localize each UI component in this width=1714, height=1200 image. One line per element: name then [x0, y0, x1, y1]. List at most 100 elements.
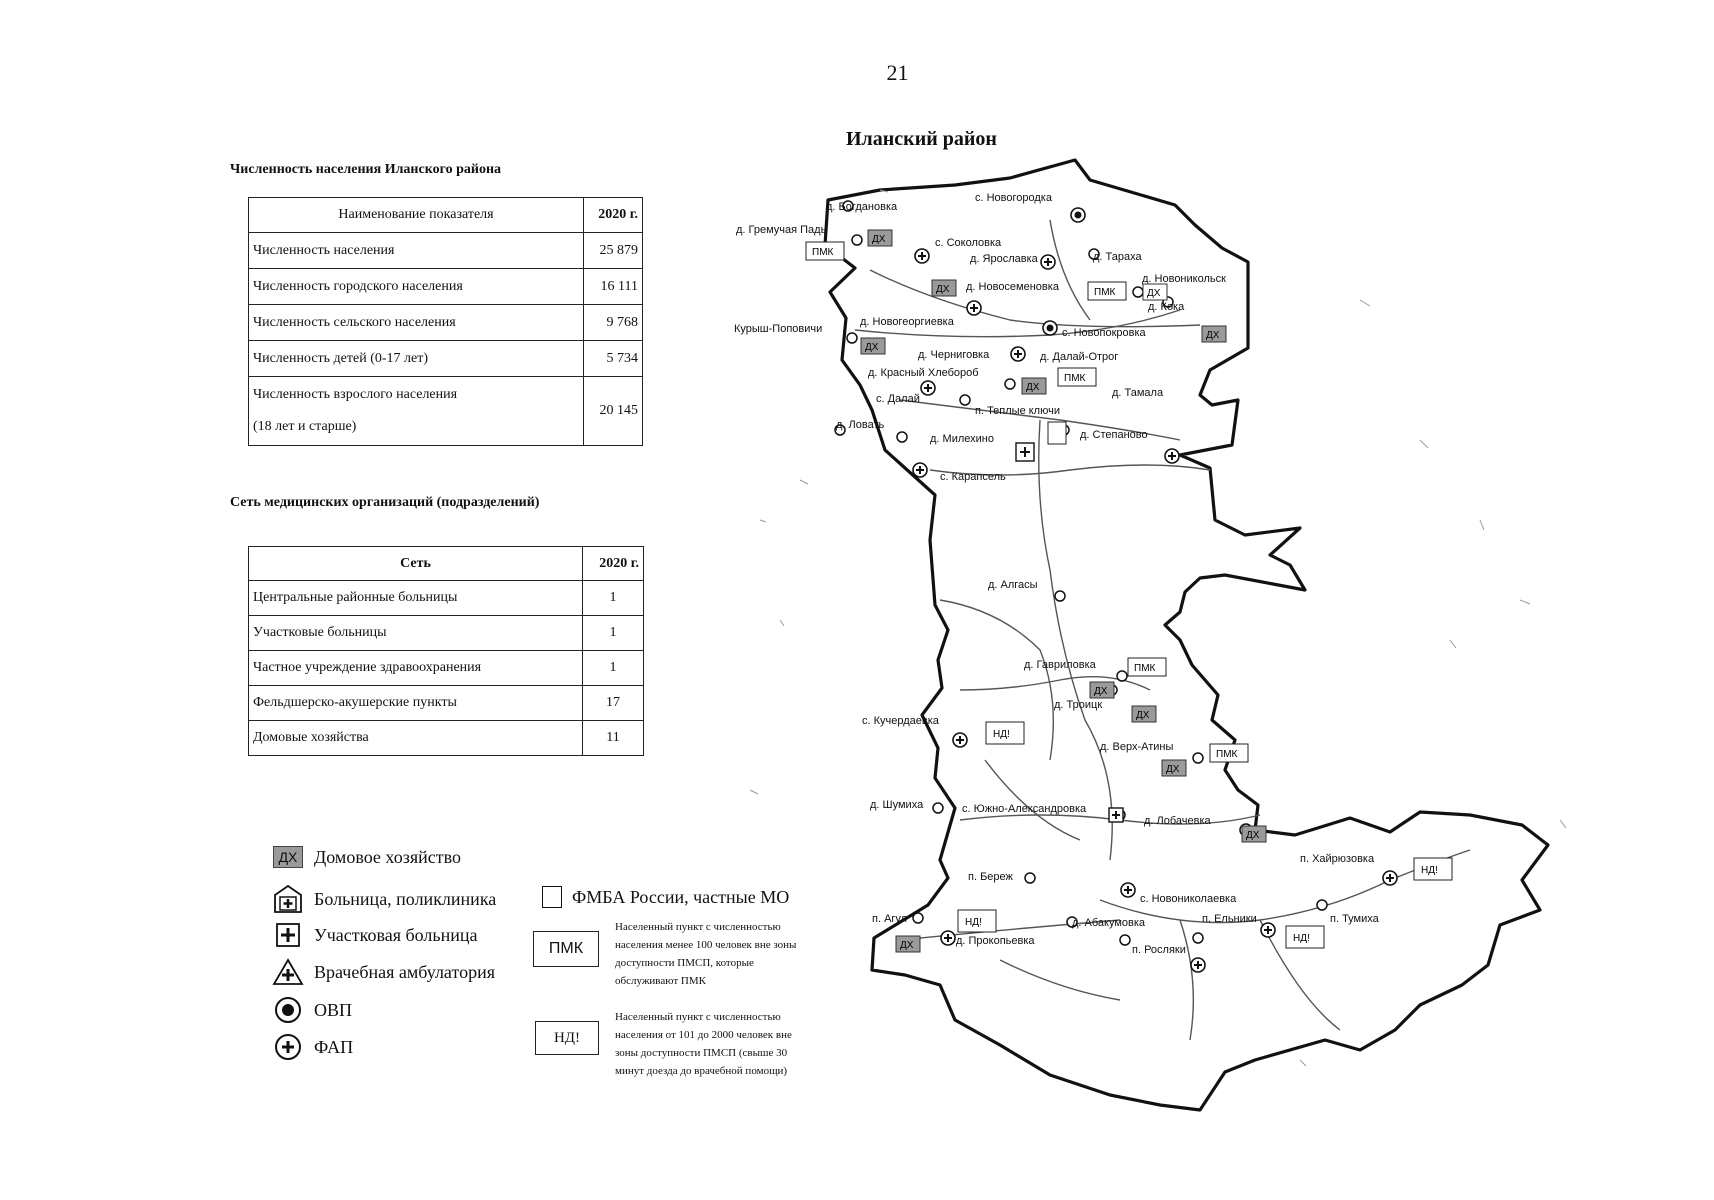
- settlement-point: [1239, 823, 1253, 837]
- settlement-label: Курыш-Поповичи: [734, 323, 822, 335]
- legend-household: ДХ Домовое хозяйство: [270, 846, 461, 868]
- settlement-label: д. Степаново: [1080, 429, 1148, 441]
- settlement-label: д. Лобачевка: [1144, 815, 1212, 827]
- legend-household-label: Домовое хозяйство: [314, 846, 461, 867]
- nd-label: НД!: [985, 721, 1025, 745]
- population-row-value: 5 734: [583, 340, 643, 377]
- settlement-point: [1383, 871, 1397, 885]
- svg-text:ДХ: ДХ: [1094, 686, 1108, 697]
- population-row-value: 9 768: [583, 304, 643, 341]
- nd-note-line: минут доезда до врачебной помощи): [615, 1065, 788, 1077]
- settlement-point: [1041, 255, 1055, 269]
- settlement-label: п. Росляки: [1132, 944, 1186, 956]
- settlement-label: д. Прокопьевка: [956, 935, 1035, 947]
- district-hospital-icon: [270, 922, 306, 948]
- household-icon: ДХ: [1021, 377, 1047, 395]
- page-number: 21: [886, 60, 909, 85]
- fap-icon: [914, 248, 930, 264]
- settlement-point: [1162, 296, 1174, 308]
- household-icon: ДХ: [1089, 681, 1115, 699]
- population-row-value: 20 145: [583, 376, 643, 446]
- settlement-point: [1058, 424, 1070, 436]
- network-row-label: Центральные районные больницы: [248, 580, 583, 616]
- table-row: Численность детей (0-17 лет) 5 734: [248, 340, 643, 377]
- settlement-point: [912, 912, 924, 924]
- svg-text:ПМК: ПМК: [812, 247, 834, 258]
- legend-district-hospital-label: Участковая больница: [314, 924, 478, 945]
- settlement-label: д. Новоникольск: [1142, 273, 1226, 285]
- legend-fap-label: ФАП: [314, 1036, 354, 1057]
- fap-icon: [1040, 254, 1056, 270]
- settlement-label: д. Милехино: [930, 433, 994, 445]
- population-header-name: Наименование показателя: [248, 197, 584, 233]
- ovp-icon: [1070, 207, 1086, 223]
- ovp-icon: [1042, 320, 1058, 336]
- settlement-point: [1121, 883, 1135, 897]
- settlement-label: д. Верх-Атины: [1100, 741, 1173, 753]
- legend-nd-symbol: НД!: [535, 1021, 599, 1055]
- settlement-point: [1071, 208, 1085, 222]
- legend-ovp: ОВП: [270, 996, 352, 1024]
- pmk-note-line: Населенный пункт с численностью: [615, 921, 781, 933]
- svg-text:ПМК: ПМК: [1216, 749, 1238, 760]
- nd-note-line: Населенный пункт с численностью: [615, 1011, 781, 1023]
- settlement-label: д. Кока: [1148, 301, 1185, 313]
- network-row-label: Фельдшерско-акушерские пункты: [248, 685, 583, 721]
- population-header-year: 2020 г.: [583, 197, 643, 233]
- river-traces: [749, 189, 1567, 1067]
- settlement-point: [896, 431, 908, 443]
- settlement-labels: с. Новогородка д. Богдановка д. Гремучая…: [734, 192, 1380, 956]
- nd-label: НД!: [1413, 857, 1453, 881]
- settlement-label: д. Новогеоргиевка: [860, 316, 955, 328]
- network-row-value: 1: [582, 615, 644, 651]
- svg-text:НД!: НД!: [1293, 933, 1310, 944]
- network-header-year: 2020 г.: [582, 546, 644, 581]
- settlement-label: д. Ярославка: [970, 253, 1039, 265]
- settlement-label: д. Гремучая Падь: [736, 224, 827, 236]
- svg-text:ДХ: ДХ: [1206, 330, 1220, 341]
- fap-icon: [966, 300, 982, 316]
- settlement-label: с. Южно-Александровка: [962, 803, 1087, 815]
- settlement-point: [1316, 899, 1328, 911]
- legend-ovp-label: ОВП: [314, 999, 353, 1020]
- pmk-markers: ПМК ПМК ПМК ПМК ПМК НД! НД! НД! НД!: [805, 241, 1453, 949]
- settlement-point: [1024, 872, 1036, 884]
- hospital-icon: [270, 884, 306, 914]
- table-row: Фельдшерско-акушерские пункты 17: [248, 685, 644, 721]
- network-row-value: 17: [582, 685, 644, 721]
- table-row: Домовые хозяйства 11: [248, 720, 644, 756]
- table-row: Участковые больницы 1: [248, 615, 644, 651]
- fap-icon: [912, 462, 928, 478]
- nd-label: НД!: [957, 909, 997, 933]
- household-icon: ДХ: [931, 279, 957, 297]
- household-icon: ДХ: [867, 229, 893, 247]
- settlement-label: п. Береж: [968, 871, 1014, 883]
- network-row-value: 1: [582, 650, 644, 686]
- legend-hospital: Больница, поликлиника: [270, 884, 496, 914]
- pmk-label: ПМК: [1127, 657, 1167, 677]
- fap-icon: [952, 732, 968, 748]
- settlement-label: д. Черниговка: [918, 349, 990, 361]
- network-row-label: Домовые хозяйства: [248, 720, 583, 756]
- district-hospital-icon: [1108, 807, 1124, 823]
- settlement-point: [1191, 958, 1205, 972]
- pmk-note-line: населения менее 100 человек вне зоны: [615, 939, 797, 951]
- network-row-label: Участковые больницы: [248, 615, 583, 651]
- pmk-label: ПМК: [1209, 743, 1249, 763]
- household-icon: ДХ: [860, 337, 886, 355]
- network-row-value: 1: [582, 580, 644, 616]
- population-row-value: 16 111: [583, 268, 643, 305]
- legend-pmk-note: Населенный пункт с численностью населени…: [615, 918, 796, 990]
- settlement-label: д. Ловать: [836, 419, 885, 431]
- settlement-point: [1192, 752, 1204, 764]
- settlement-label: п. Теплые ключи: [975, 405, 1060, 417]
- population-table: Наименование показателя 2020 г. Численно…: [248, 197, 643, 446]
- settlement-label: п. Ельники: [1202, 913, 1257, 925]
- household-icon: ДХ: [1131, 705, 1157, 723]
- population-row-label: Численность детей (0-17 лет): [248, 340, 584, 377]
- settlement-point: [1004, 378, 1016, 390]
- population-row-label-line1: Численность взрослого населения: [253, 387, 458, 402]
- household-icon: ДХ: [895, 935, 921, 953]
- ambulatory-icon: [270, 958, 306, 986]
- table-row: Центральные районные больницы 1: [248, 580, 644, 616]
